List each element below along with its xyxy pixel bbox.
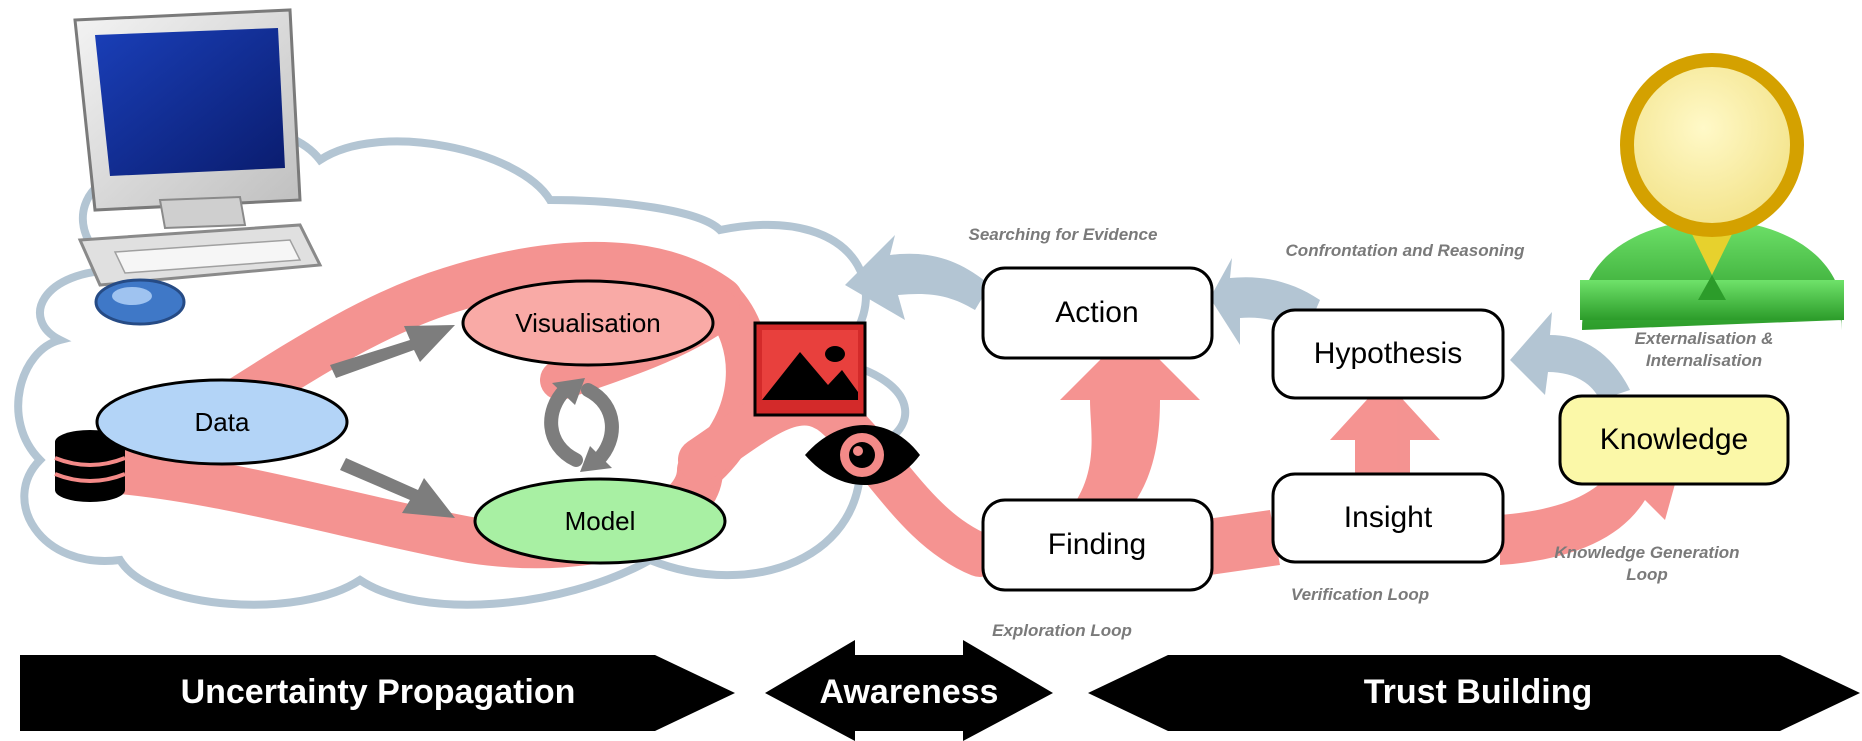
data-node-label: Data <box>195 407 250 437</box>
exploration-loop-label: Exploration Loop <box>992 621 1132 640</box>
gray-arrows <box>330 325 455 518</box>
verification-loop-label: Verification Loop <box>1291 585 1429 604</box>
trust-building-banner: Trust Building <box>1088 655 1860 731</box>
knowledge-generation-label-line1: Knowledge Generation <box>1554 543 1739 562</box>
action-node-label: Action <box>1055 296 1138 329</box>
user-icon <box>1580 53 1844 330</box>
eye-icon <box>805 425 920 485</box>
searching-for-evidence-label: Searching for Evidence <box>969 225 1158 244</box>
visualisation-node-label: Visualisation <box>515 308 661 338</box>
data-to-visualisation-arrow <box>330 325 455 378</box>
cycle-arrows-icon <box>544 383 619 467</box>
awareness-label: Awareness <box>820 673 999 711</box>
feedback-arrows <box>845 235 1630 400</box>
database-icon <box>54 430 126 502</box>
awareness-banner: Awareness <box>765 640 1053 741</box>
model-node-label: Model <box>565 506 636 536</box>
hypothesis-node-label: Hypothesis <box>1314 337 1462 370</box>
externalisation-label-line2: Internalisation <box>1646 351 1762 370</box>
knowledge-node-label: Knowledge <box>1600 423 1748 456</box>
externalisation-label-line1: Externalisation & <box>1635 329 1774 348</box>
data-to-model-arrow <box>340 458 455 518</box>
knowledge-node: Knowledge <box>1558 394 1790 486</box>
knowledge-generation-label-line2: Loop <box>1626 565 1668 584</box>
data-node: Data <box>95 378 349 466</box>
trust-building-label: Trust Building <box>1364 673 1593 711</box>
image-icon <box>753 321 867 417</box>
insight-node-label: Insight <box>1344 501 1433 534</box>
action-node: Action <box>981 266 1214 360</box>
hypothesis-node: Hypothesis <box>1271 308 1505 400</box>
finding-node-label: Finding <box>1048 528 1146 561</box>
uncertainty-propagation-label: Uncertainty Propagation <box>181 673 576 711</box>
finding-node: Finding <box>981 498 1214 592</box>
uncertainty-propagation-banner: Uncertainty Propagation <box>20 655 735 731</box>
insight-node: Insight <box>1271 472 1505 564</box>
confrontation-and-reasoning-label: Confrontation and Reasoning <box>1286 241 1526 260</box>
computer-icon <box>73 8 323 326</box>
visualisation-node: Visualisation <box>461 279 715 367</box>
model-node: Model <box>473 477 727 565</box>
